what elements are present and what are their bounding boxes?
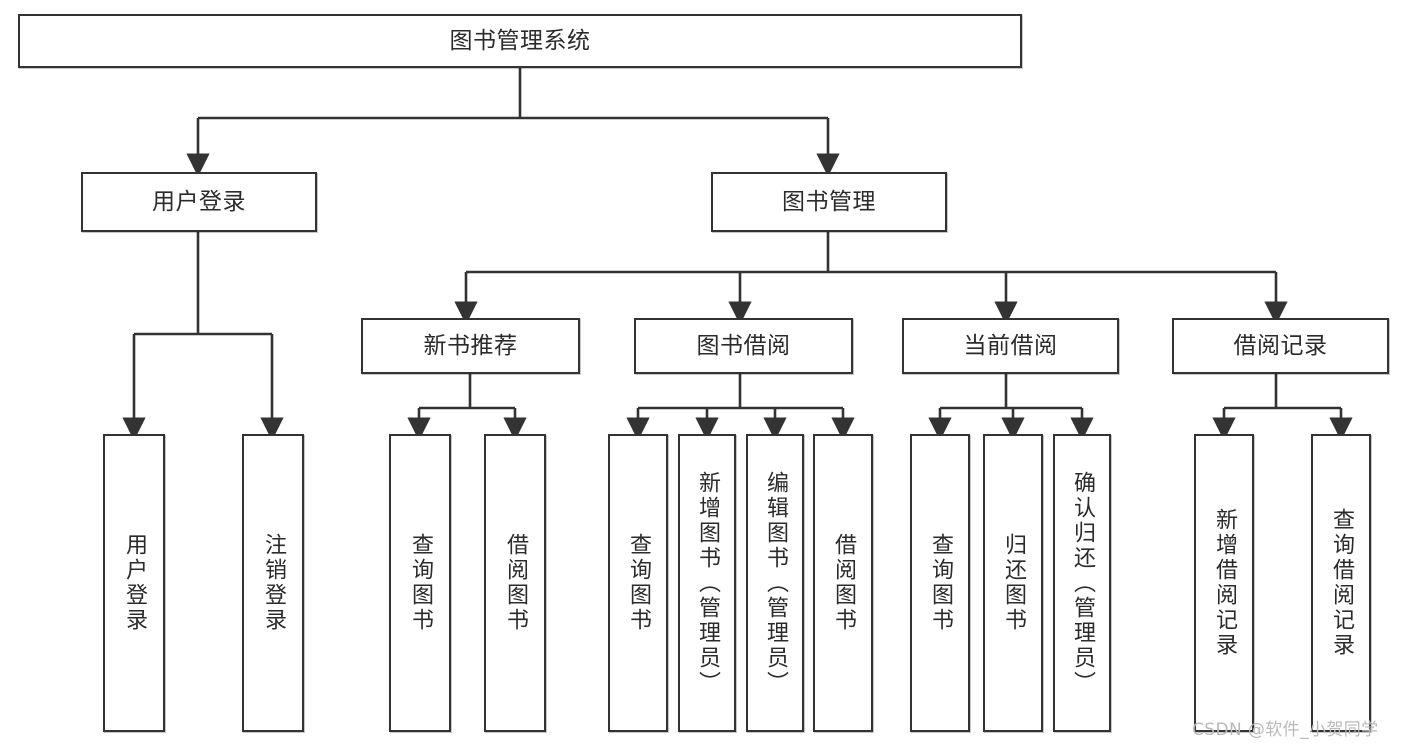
node-current-borrow[interactable]: 当前借阅 [902,318,1119,374]
node-leaf-user-login[interactable]: 用户登录 [103,434,165,732]
node-borrow-record[interactable]: 借阅记录 [1172,318,1389,374]
node-leaf-add-book-admin[interactable]: 新增图书（管理员） [678,434,736,732]
node-leaf-query-book-1[interactable]: 查询图书 [389,434,451,732]
node-book-manage[interactable]: 图书管理 [711,172,947,232]
node-leaf-user-login-label: 用户登录 [122,533,147,633]
node-root-label: 图书管理系统 [449,27,591,54]
node-new-book-recommend-label: 新书推荐 [423,332,518,359]
node-leaf-add-book-admin-label: 新增图书（管理员） [695,470,720,696]
node-leaf-return-book[interactable]: 归还图书 [983,434,1043,732]
node-leaf-borrow-book-1-label: 借阅图书 [503,533,528,633]
node-leaf-borrow-book-2-label: 借阅图书 [831,533,856,633]
node-new-book-recommend[interactable]: 新书推荐 [361,318,580,374]
node-book-borrow-label: 图书借阅 [696,332,791,359]
node-leaf-return-book-label: 归还图书 [1001,533,1026,633]
node-leaf-query-book-3-label: 查询图书 [928,533,953,633]
node-leaf-edit-book-admin[interactable]: 编辑图书（管理员） [746,434,804,732]
node-book-borrow[interactable]: 图书借阅 [634,318,853,374]
node-leaf-query-borrow-record-label: 查询借阅记录 [1329,508,1354,658]
node-user-login-label: 用户登录 [152,188,246,215]
node-leaf-query-book-3[interactable]: 查询图书 [910,434,970,732]
node-leaf-confirm-return-admin-label: 确认归还（管理员） [1070,470,1095,696]
node-leaf-confirm-return-admin[interactable]: 确认归还（管理员） [1053,434,1111,732]
node-borrow-record-label: 借阅记录 [1233,332,1328,359]
node-user-login[interactable]: 用户登录 [81,172,317,232]
node-leaf-edit-book-admin-label: 编辑图书（管理员） [763,470,788,696]
node-leaf-add-borrow-record-label: 新增借阅记录 [1212,508,1237,658]
node-book-manage-label: 图书管理 [782,188,876,215]
node-leaf-query-borrow-record[interactable]: 查询借阅记录 [1311,434,1371,732]
node-leaf-query-book-2-label: 查询图书 [626,533,651,633]
csdn-watermark: CSDN @软件_小贺同学 [1192,720,1379,740]
node-leaf-query-book-1-label: 查询图书 [408,533,433,633]
node-current-borrow-label: 当前借阅 [963,332,1058,359]
node-leaf-borrow-book-2[interactable]: 借阅图书 [813,434,873,732]
node-leaf-query-book-2[interactable]: 查询图书 [608,434,668,732]
node-root[interactable]: 图书管理系统 [18,14,1022,68]
node-leaf-add-borrow-record[interactable]: 新增借阅记录 [1194,434,1254,732]
node-leaf-user-logout-label: 注销登录 [261,533,286,633]
node-leaf-borrow-book-1[interactable]: 借阅图书 [484,434,546,732]
node-leaf-user-logout[interactable]: 注销登录 [242,434,304,732]
